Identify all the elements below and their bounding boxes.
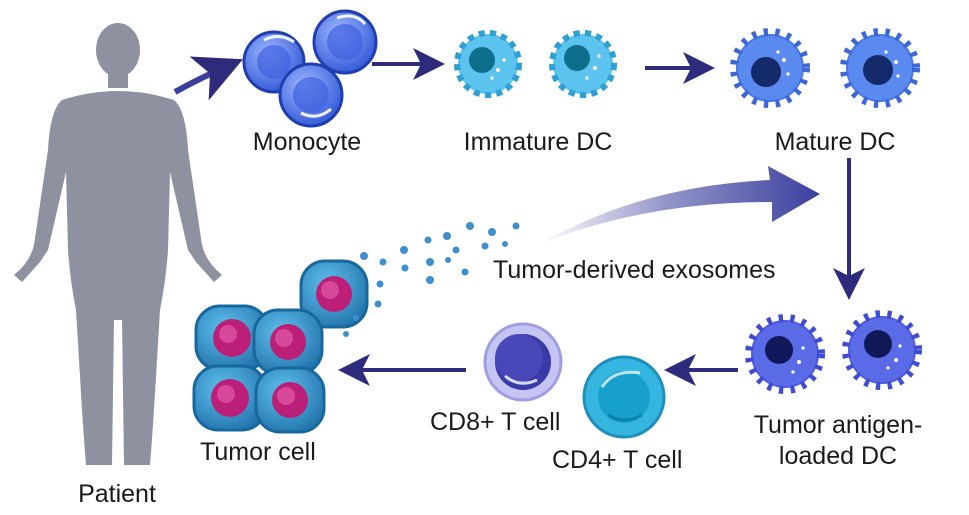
arrow-patient-to-monocyte xyxy=(173,56,243,101)
exosome-dots xyxy=(343,222,520,337)
t-cells xyxy=(483,322,666,439)
label-loaded-dc-line2: loaded DC xyxy=(778,441,898,470)
label-cd4: CD4+ T cell xyxy=(552,446,683,474)
label-mature-dc: Mature DC xyxy=(774,128,896,156)
flow-arrows xyxy=(173,48,865,386)
exosome-big-arrow xyxy=(540,166,820,244)
patient-silhouette xyxy=(14,23,222,465)
cd8-t-cell xyxy=(483,322,563,402)
immature-dc-cells xyxy=(454,30,617,98)
tumor-cells xyxy=(192,259,369,434)
label-cd8: CD8+ T cell xyxy=(430,408,561,436)
label-loaded-dc-line1: Tumor antigen- xyxy=(753,411,923,439)
label-immature-dc: Immature DC xyxy=(463,128,613,156)
label-tumor-cell: Tumor cell xyxy=(200,438,316,466)
label-exosomes: Tumor-derived exosomes xyxy=(493,256,776,284)
mature-dc-cells xyxy=(730,28,920,108)
monocyte-cells xyxy=(242,9,378,128)
cd4-t-cell xyxy=(582,355,666,439)
label-patient: Patient xyxy=(78,480,156,508)
loaded-dc-cells xyxy=(745,310,922,394)
label-monocyte: Monocyte xyxy=(252,128,362,156)
label-loaded-dc: Tumor antigen- loaded DC xyxy=(754,410,923,471)
